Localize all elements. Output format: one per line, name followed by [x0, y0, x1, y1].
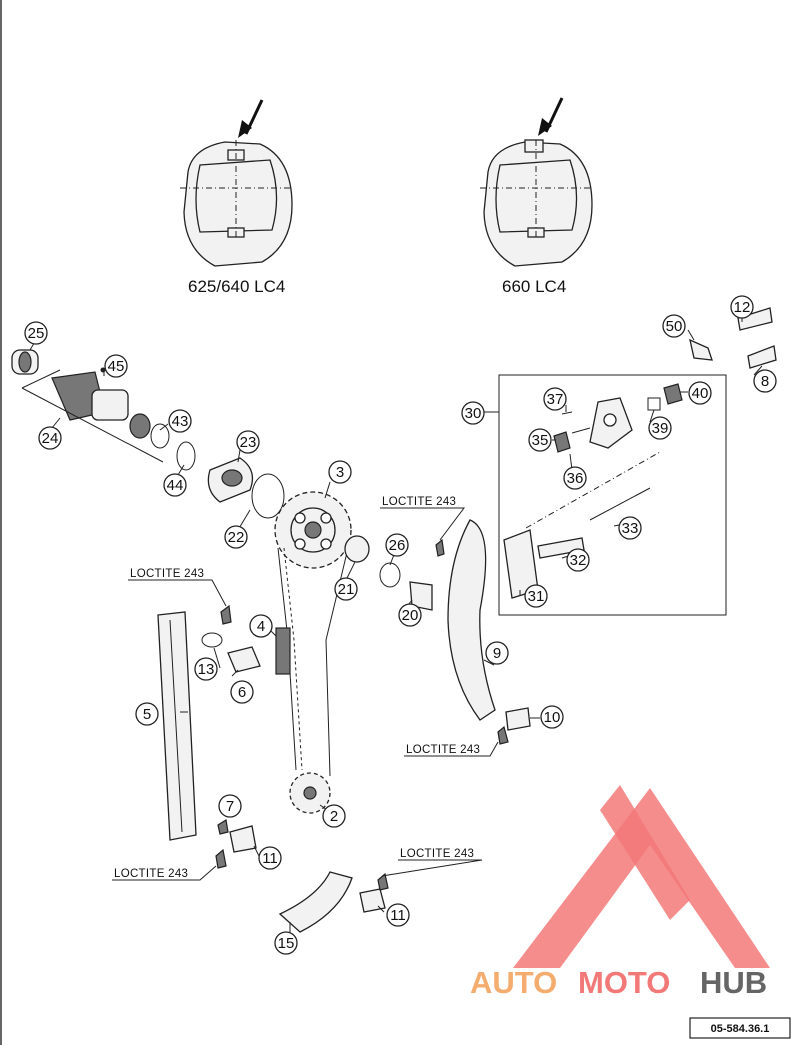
- camshaft-view-625-640: 625/640 LC4: [180, 99, 293, 296]
- callout-43: 43: [172, 413, 189, 430]
- watermark-text-hub: HUB: [700, 965, 767, 1000]
- callout-13: 13: [198, 661, 215, 678]
- callout-11-left: 11: [262, 850, 278, 867]
- callout-33: 33: [622, 520, 639, 537]
- balancer-shaft-group: [11, 349, 285, 519]
- callout-3: 3: [336, 464, 344, 481]
- watermark-text-moto: MOTO: [578, 965, 670, 1000]
- callout-4: 4: [257, 618, 265, 635]
- callout-40: 40: [692, 385, 709, 402]
- callout-23: 23: [240, 434, 257, 451]
- callout-36: 36: [567, 470, 584, 487]
- callout-35: 35: [532, 432, 549, 449]
- chain-guide-left: [157, 604, 261, 869]
- callout-30: 30: [465, 405, 482, 422]
- timing-chain-group: [274, 491, 401, 814]
- callout-32: 32: [570, 552, 587, 569]
- callout-7: 7: [226, 798, 234, 815]
- callout-26: 26: [389, 537, 406, 554]
- callout-8: 8: [761, 373, 769, 390]
- callout-9: 9: [493, 645, 501, 662]
- callout-50: 50: [666, 318, 683, 335]
- callout-24: 24: [42, 430, 59, 447]
- callout-20: 20: [402, 607, 419, 624]
- chain-tensioner-group: [484, 307, 777, 616]
- callout-12: 12: [734, 299, 751, 316]
- callout-5: 5: [143, 706, 151, 723]
- callout-44: 44: [167, 477, 184, 494]
- variant-label-660: 660 LC4: [502, 277, 566, 296]
- callout-leaders: [29, 318, 763, 938]
- callout-31: 31: [528, 588, 545, 605]
- callout-45: 45: [108, 358, 125, 375]
- callout-25: 25: [28, 325, 45, 342]
- chain-rail-bottom: [278, 871, 389, 933]
- callout-2: 2: [330, 808, 338, 825]
- loctite-note-upper-right: LOCTITE 243: [382, 496, 456, 508]
- callout-6: 6: [238, 684, 246, 701]
- camshaft-view-660: 660 LC4: [480, 97, 593, 296]
- callout-circles: [24, 295, 777, 955]
- drawing-code: 05-584.36.1: [711, 1023, 770, 1035]
- callout-11-right: 11: [390, 907, 406, 924]
- callout-21: 21: [338, 581, 355, 598]
- callout-37: 37: [547, 391, 564, 408]
- variant-label-625-640: 625/640 LC4: [188, 277, 285, 296]
- callout-15: 15: [278, 935, 295, 952]
- callout-numbers: 25 45 24 43 44 23 22 3 21 26 20 4 13 6 5…: [28, 299, 770, 952]
- loctite-note-lower-right: LOCTITE 243: [400, 848, 474, 860]
- chain-guide-right: [409, 519, 531, 745]
- drawing-code-box: 05-584.36.1: [689, 1017, 791, 1039]
- callout-22: 22: [228, 529, 245, 546]
- callout-39: 39: [652, 420, 669, 437]
- watermark-text-auto: AUTO: [470, 965, 557, 1000]
- loctite-notes: LOCTITE 243 LOCTITE 243 LOCTITE 243 LOCT…: [114, 496, 480, 880]
- loctite-note-upper-left: LOCTITE 243: [130, 568, 204, 580]
- callout-10: 10: [544, 709, 561, 726]
- loctite-note-lower-left: LOCTITE 243: [114, 868, 188, 880]
- loctite-note-right-middle: LOCTITE 243: [406, 744, 480, 756]
- automotohub-watermark: AUTO MOTO HUB: [470, 785, 770, 1000]
- watermark-triangle-logo: [513, 788, 770, 968]
